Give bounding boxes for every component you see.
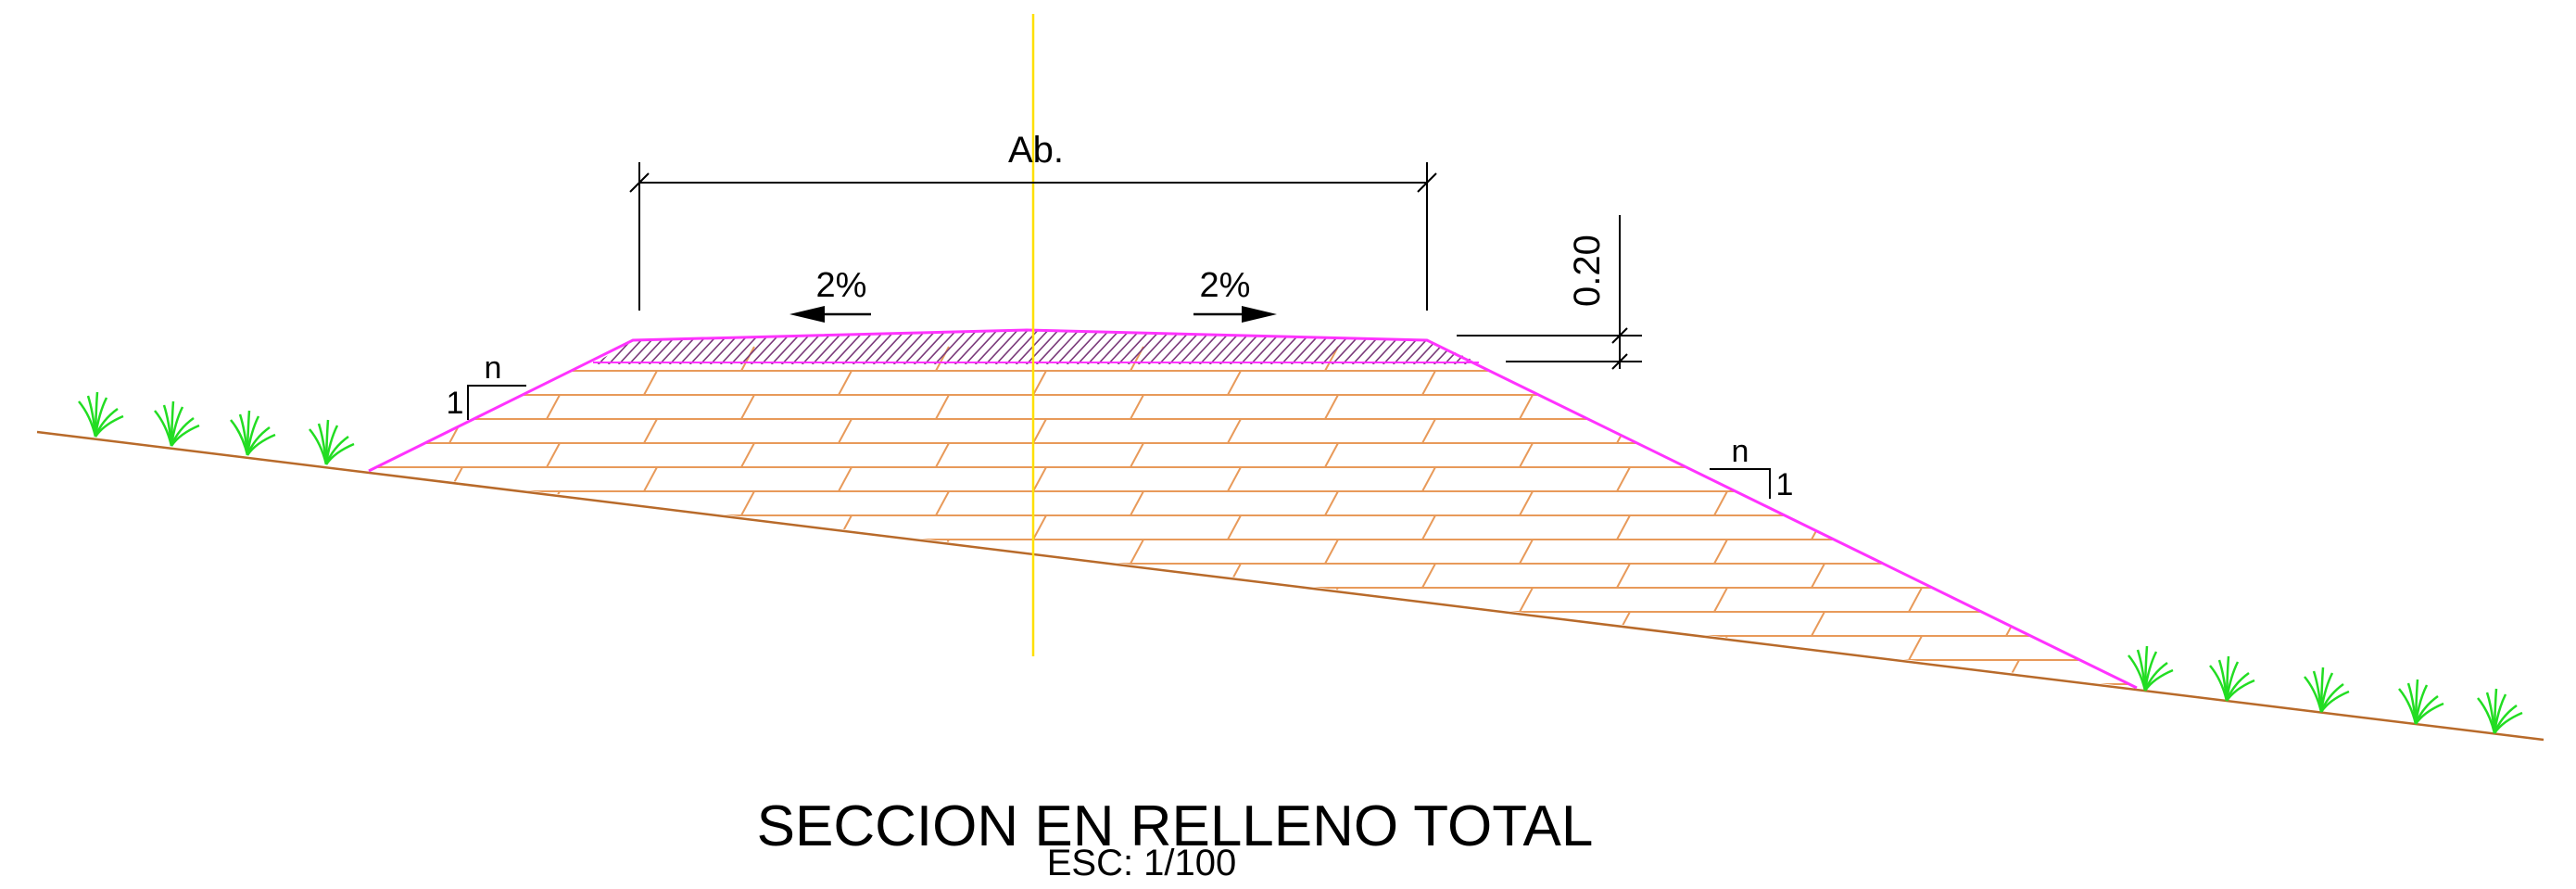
fill-material-hatch — [369, 346, 2137, 685]
side-slope-right-n: n — [1732, 434, 1749, 469]
width-dimension — [629, 162, 1437, 311]
side-slope-symbol-left — [467, 385, 526, 420]
side-slope-left-1: 1 — [447, 386, 464, 421]
grass-tuft — [230, 410, 276, 456]
side-slope-symbol-right — [1710, 468, 1771, 499]
grass-tuft — [2128, 645, 2174, 692]
grass-tuft — [309, 419, 355, 465]
grass-tuft — [2209, 655, 2255, 702]
side-slope-right-1: 1 — [1776, 467, 1794, 502]
grass-tuft — [154, 400, 200, 447]
grass-tuft — [2477, 688, 2523, 734]
drawing-scale: ESC: 1/100 — [1047, 843, 1237, 883]
grass-tuft — [78, 391, 124, 438]
thickness-dimension — [1457, 215, 1642, 370]
grass-tuft — [2304, 667, 2350, 713]
thickness-label: 0.20 — [1567, 235, 1608, 307]
crossfall-right-label: 2% — [1200, 266, 1251, 305]
crossfall-right-arrow — [1193, 306, 1277, 323]
crossfall-left-label: 2% — [816, 266, 867, 305]
width-label: Ab. — [1008, 130, 1064, 171]
side-slope-left-n: n — [485, 350, 502, 386]
natural-ground-line — [36, 430, 2544, 742]
drawing-title: SECCION EN RELLENO TOTAL — [757, 794, 1594, 858]
grass-tufts — [78, 391, 2523, 734]
grass-tuft — [2398, 679, 2444, 725]
crossfall-left-arrow — [789, 306, 871, 323]
pavement-layer-hatch — [593, 330, 1483, 364]
embankment-outline — [368, 328, 2138, 690]
